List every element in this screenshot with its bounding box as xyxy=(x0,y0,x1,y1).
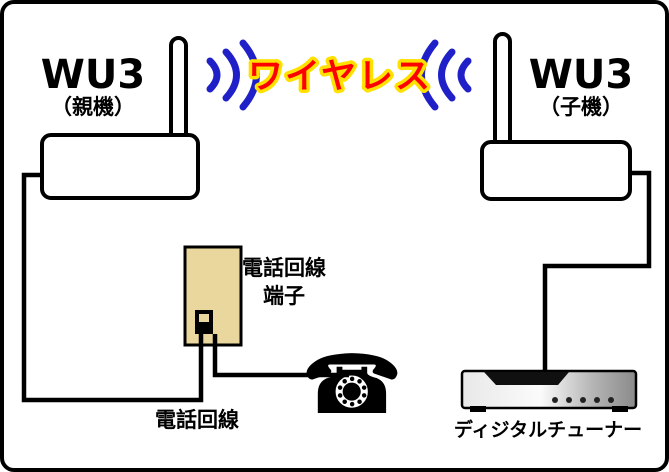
wireless-waves-left xyxy=(206,39,260,111)
left-device-body xyxy=(40,133,200,200)
tuner-buttons xyxy=(552,397,614,403)
right-device-title: WU3 xyxy=(529,52,633,98)
tuner-foot-left xyxy=(470,406,486,412)
tuner-button xyxy=(552,397,558,403)
left-antenna xyxy=(169,36,188,144)
cable-terminal-to-phone xyxy=(212,334,349,378)
right-antenna xyxy=(493,32,512,151)
tuner-button xyxy=(580,397,586,403)
wave-right-medium xyxy=(438,48,456,102)
wave-left-medium xyxy=(222,48,240,102)
phone-line-label: 電話回線 xyxy=(155,408,239,432)
left-device-title: WU3 xyxy=(41,52,145,98)
diagram-canvas: ☎ WU3 （親機） WU3 （子機） ワイヤレス 電話回線 端子 電話回線 デ… xyxy=(21,32,652,441)
wave-right-small xyxy=(457,57,472,93)
left-wu3-device xyxy=(40,36,200,200)
terminal-label-line1: 電話回線 xyxy=(242,256,326,280)
right-device-subtitle: （子機） xyxy=(539,95,623,119)
tuner-display-panel xyxy=(484,372,569,385)
phone-jack-connector xyxy=(195,310,213,334)
terminal-label-line2: 端子 xyxy=(263,284,305,308)
wave-left-small xyxy=(206,57,221,93)
telephone-icon: ☎ xyxy=(301,338,403,433)
wireless-waves-right xyxy=(418,39,472,111)
wave-left-large xyxy=(239,39,260,111)
tuner-button xyxy=(566,397,572,403)
tuner-label: ディジタルチューナー xyxy=(454,418,642,441)
wireless-label: ワイヤレス xyxy=(248,57,432,97)
cable-left-wu3-to-terminal xyxy=(21,172,204,403)
wave-right-large xyxy=(418,39,439,111)
tuner-button xyxy=(608,397,614,403)
right-device-body xyxy=(480,140,632,201)
tuner-foot-right xyxy=(612,406,628,412)
left-device-subtitle: （親機） xyxy=(51,95,135,119)
right-wu3-device xyxy=(480,32,632,201)
jack-slot xyxy=(199,314,209,322)
digital-tuner xyxy=(460,369,638,412)
cable-right-wu3-to-tuner xyxy=(542,170,652,376)
tuner-button xyxy=(594,397,600,403)
connection-lines xyxy=(21,170,652,403)
